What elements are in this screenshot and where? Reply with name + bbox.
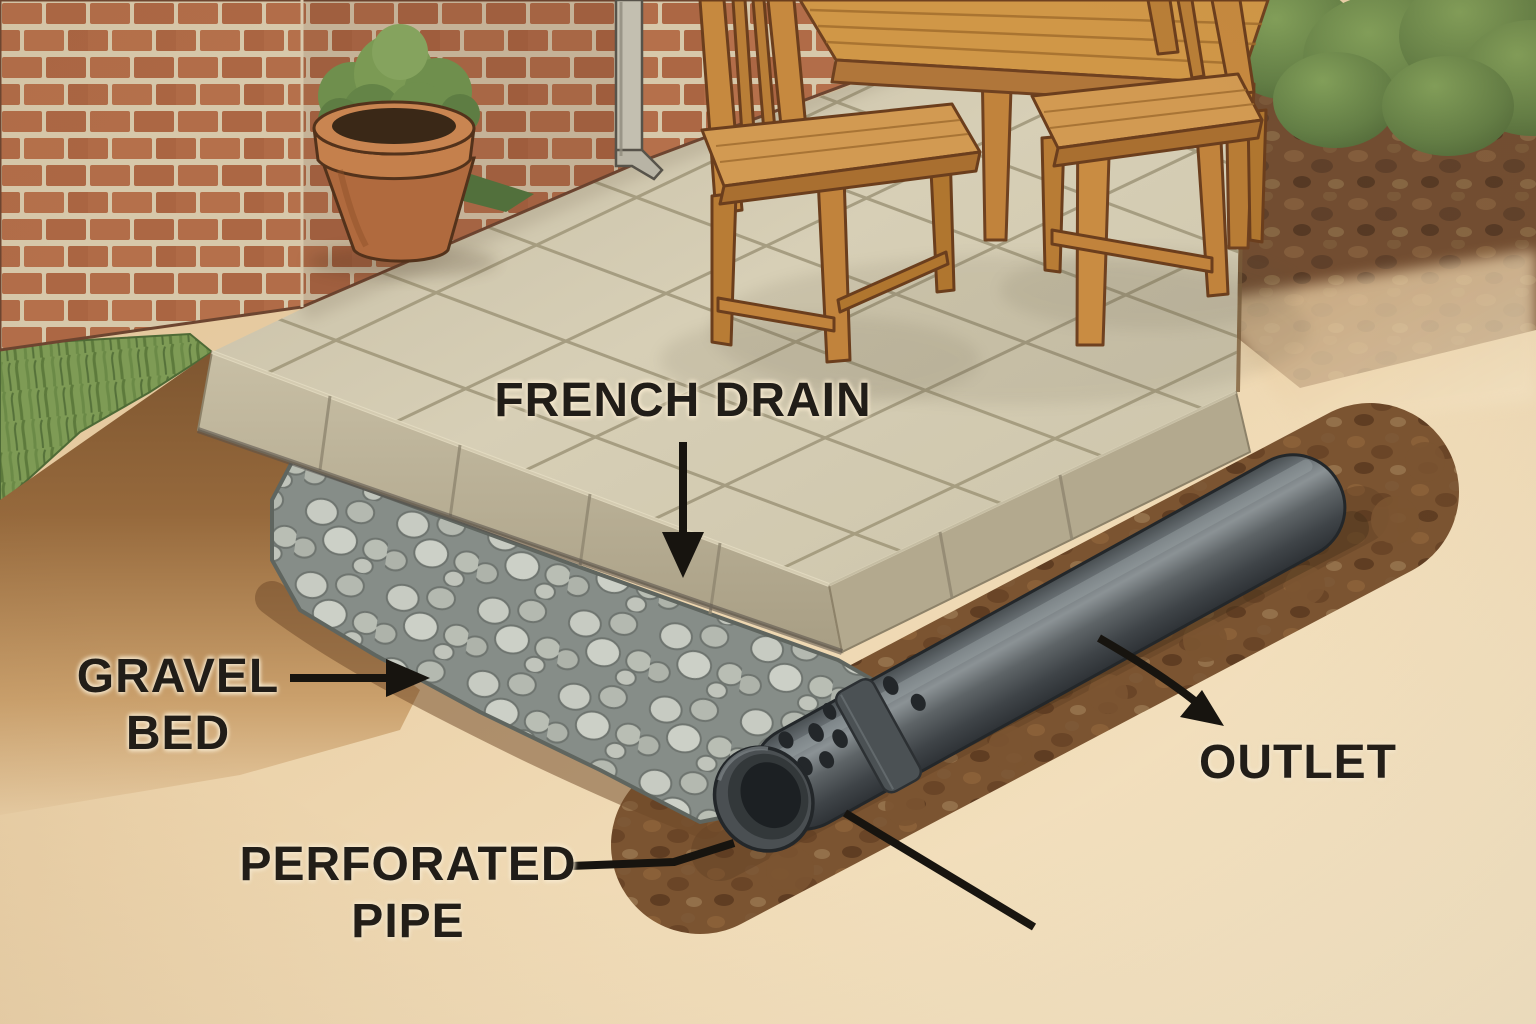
label-text-line2: BED (125, 707, 231, 760)
french-drain-arrow (662, 442, 704, 578)
grass-strip (0, 332, 214, 507)
perforated-drain-pipe (712, 453, 1369, 853)
pipe-leader-line (842, 809, 1037, 931)
label-text-line1: PERFORATED (239, 838, 577, 891)
label-text: FRENCH DRAIN (494, 374, 872, 427)
label-text-line2: PIPE (351, 895, 465, 948)
terracotta-potted-shrub (307, 24, 534, 278)
gravel-bed-cross-section (255, 460, 910, 839)
label-perforated-pipe: PERFORATED PIPE (239, 836, 576, 950)
wooden-chair-left (698, 0, 982, 364)
perforated-pipe-leader (569, 839, 736, 870)
outlet-arrow (1097, 634, 1224, 726)
label-french-drain: FRENCH DRAIN (494, 372, 871, 429)
label-gravel-bed: GRAVEL BED (77, 648, 279, 762)
grass-patch (452, 168, 534, 212)
label-text-line1: GRAVEL (76, 650, 280, 703)
pipe-open-end (712, 745, 815, 853)
annotation-arrows (290, 442, 1224, 931)
paver-slab-edge (196, 350, 1252, 655)
gravel-bed-arrow (290, 659, 430, 697)
downspout (614, 0, 664, 181)
label-text: OUTLET (1199, 736, 1397, 789)
label-outlet: OUTLET (1199, 734, 1397, 791)
terracotta-pot (312, 100, 476, 263)
wooden-chair-right (1030, 0, 1268, 298)
topsoil-cross-section (0, 352, 420, 815)
pipe-coupling (834, 678, 923, 794)
